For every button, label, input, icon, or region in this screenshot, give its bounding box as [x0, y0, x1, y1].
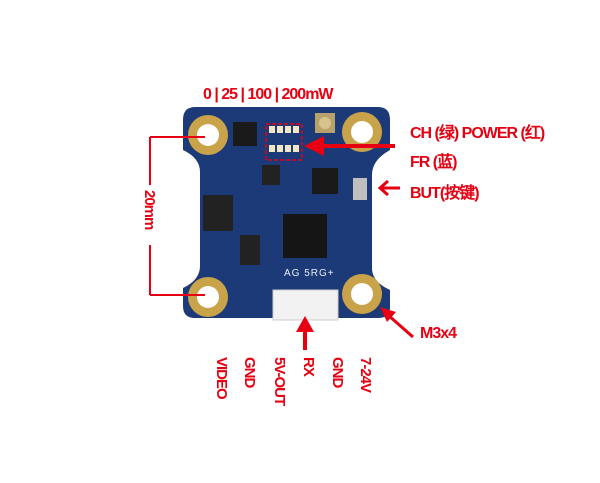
- led-array: [269, 126, 299, 152]
- led-highlight-box: [265, 123, 303, 161]
- mount-arrow: [387, 313, 414, 339]
- power-levels-label: 0 | 25 | 100 | 200mW: [203, 86, 334, 103]
- ch-power-label: CH (绿) POWER (红): [410, 125, 545, 142]
- dimension-label: 20mm: [141, 190, 158, 230]
- button: [353, 178, 367, 200]
- pin-label-5v-out: 5V-OUT: [271, 357, 288, 406]
- main-chip: [283, 214, 327, 258]
- pin-label-7-24v: 7-24V: [357, 357, 374, 393]
- pin-label-gnd: GND: [241, 357, 258, 388]
- pin-label-rx: RX: [300, 357, 317, 376]
- pin-label-video: VIDEO: [213, 357, 230, 399]
- mount-hole-tl: [188, 115, 228, 155]
- inductor: [203, 195, 233, 231]
- mount-hole-tr: [342, 112, 382, 152]
- pin-connector: [272, 289, 339, 321]
- silkscreen-label: AG 5RG+: [284, 268, 335, 279]
- fr-label: FR (蓝): [410, 154, 457, 171]
- ic-chip-right: [312, 168, 338, 194]
- button-label: BUT(按键): [410, 185, 480, 202]
- mount-label: M3x4: [420, 325, 457, 342]
- mount-hole-br: [342, 274, 382, 314]
- pin-label-gnd-2: GND: [329, 357, 346, 388]
- mount-hole-bl: [188, 277, 228, 317]
- ic-chip-top: [233, 122, 257, 146]
- pcb-board: [183, 107, 390, 318]
